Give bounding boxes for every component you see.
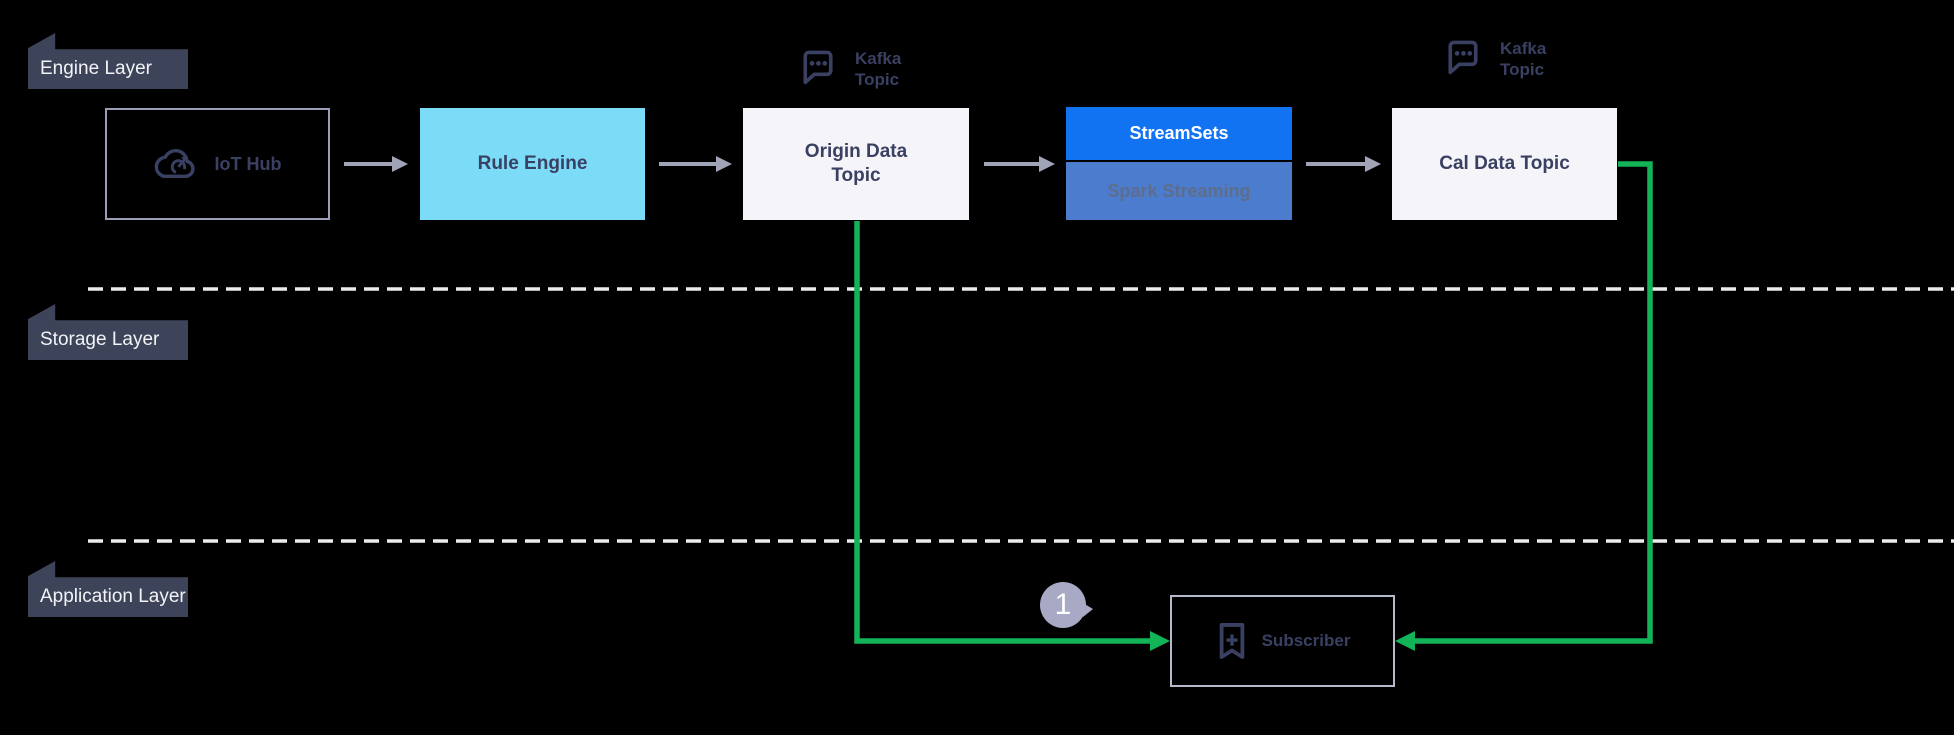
streamsets-label: StreamSets	[1129, 123, 1229, 143]
streamsets-spark-node: StreamSets Spark Streaming	[1066, 107, 1292, 220]
cloud-gauge-icon	[154, 148, 195, 179]
streamsets-segment: StreamSets	[1066, 107, 1292, 160]
subscriber-node: Subscriber	[1170, 595, 1395, 687]
subscriber-label: Subscriber	[1261, 631, 1351, 651]
bookmark-plus-icon	[1219, 623, 1244, 659]
flow-origintopic-to-subscriber	[854, 221, 1170, 651]
step-1-badge-label: 1	[1054, 588, 1072, 621]
origin-data-topic-label: Origin Data Topic	[804, 141, 908, 186]
kafka-topic-label: Kafka Topic	[855, 49, 902, 89]
rule-engine-label: Rule Engine	[477, 153, 588, 175]
cal-data-topic-node: Cal Data Topic	[1392, 108, 1617, 220]
rule-engine-node: Rule Engine	[420, 108, 645, 220]
kafka-topic-label: Kafka Topic	[1500, 39, 1547, 79]
arrow-iothub-to-ruleengine	[344, 156, 408, 172]
origin-data-topic-node: Origin Data Topic	[743, 108, 969, 220]
iot-hub-label: IoT Hub	[214, 153, 282, 174]
spark-streaming-label: Spark Streaming	[1107, 180, 1251, 201]
storage-layer-banner: Storage Layer	[28, 304, 188, 360]
engine-layer-label: Engine Layer	[40, 58, 152, 79]
chat-bubble-dots-icon	[803, 50, 833, 85]
application-layer-label: Application Layer	[40, 586, 186, 607]
arrow-streamsets-to-caltopic	[1306, 156, 1381, 172]
iot-hub-node: IoT Hub	[105, 108, 330, 220]
chat-bubble-dots-icon	[1448, 40, 1478, 75]
storage-layer-label: Storage Layer	[40, 329, 160, 350]
cal-data-topic-label: Cal Data Topic	[1439, 153, 1570, 175]
step-1-badge: 1	[1040, 582, 1093, 628]
kafka-topic-annotation-left: Kafka Topic	[798, 46, 917, 90]
flow-caltopic-to-subscriber	[1395, 161, 1653, 651]
kafka-topic-annotation-right: Kafka Topic	[1443, 36, 1562, 80]
arrow-ruleengine-to-origintopic	[659, 156, 732, 172]
spark-streaming-segment: Spark Streaming	[1066, 160, 1292, 220]
arrow-origintopic-to-streamsets	[984, 156, 1055, 172]
